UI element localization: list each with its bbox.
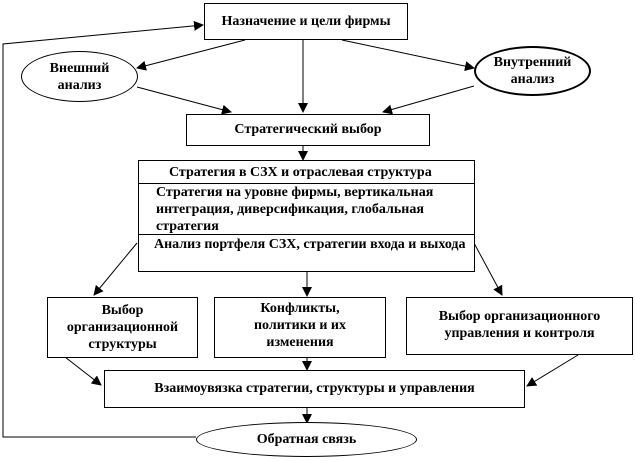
strategy-row-1-label: Стратегия в СЗХ и отраслевая структура bbox=[169, 165, 432, 180]
arrow-org-control-to-linkage bbox=[526, 354, 579, 387]
linkage-box: Взаимоувязка стратегии, структуры и упра… bbox=[104, 370, 525, 408]
conflicts-box: Конфликты, политики и их изменения bbox=[214, 297, 386, 358]
arrow-org-structure-to-linkage bbox=[64, 356, 102, 386]
feedback-label: Обратная связь bbox=[256, 432, 357, 447]
arrow-strategy-to-org-control bbox=[473, 242, 503, 296]
strategy-row-2: Стратегия на уровне фирмы, вертикальная … bbox=[139, 184, 474, 235]
strategic-choice-label: Стратегический выбор bbox=[234, 122, 382, 137]
strategy-row-3: Анализ портфеля СЗХ, стратегии входа и в… bbox=[139, 235, 474, 272]
strategy-row-3-label: Анализ портфеля СЗХ, стратегии входа и в… bbox=[154, 237, 466, 252]
internal-analysis-ellipse: Внутренний анализ bbox=[474, 46, 591, 96]
strategy-row-2-label: Стратегия на уровне фирмы, вертикальная … bbox=[156, 185, 434, 234]
internal-analysis-label: Внутренний анализ bbox=[493, 55, 572, 87]
arrow-strategy-to-org-structure bbox=[93, 242, 138, 296]
feedback-ellipse: Обратная связь bbox=[196, 422, 417, 457]
arrow-top-to-external bbox=[136, 39, 246, 71]
external-analysis-label: Внешний анализ bbox=[49, 60, 110, 93]
org-structure-box: Выбор организационной структуры bbox=[47, 297, 198, 358]
arrow-external-to-choice bbox=[136, 86, 232, 115]
feedback-loop-line bbox=[2, 20, 204, 438]
org-structure-label: Выбор организационной структуры bbox=[66, 303, 179, 352]
conflicts-label: Конфликты, политики и их изменения bbox=[253, 301, 346, 350]
external-analysis-ellipse: Внешний анализ bbox=[21, 51, 138, 102]
org-control-box: Выбор организационного управления и конт… bbox=[406, 297, 633, 355]
linkage-label: Взаимоувязка стратегии, структуры и упра… bbox=[154, 381, 475, 396]
strategy-row-1: Стратегия в СЗХ и отраслевая структура bbox=[139, 161, 474, 184]
firm-goals-label: Назначение и цели фирмы bbox=[221, 14, 391, 29]
arrow-top-to-internal bbox=[341, 39, 475, 72]
strategic-choice-box: Стратегический выбор bbox=[186, 114, 430, 146]
firm-goals-box: Назначение и цели фирмы bbox=[204, 3, 408, 40]
strategy-block: Стратегия в СЗХ и отраслевая структура С… bbox=[138, 160, 475, 272]
org-control-label: Выбор организационного управления и конт… bbox=[438, 309, 601, 341]
arrow-internal-to-choice bbox=[382, 85, 475, 115]
